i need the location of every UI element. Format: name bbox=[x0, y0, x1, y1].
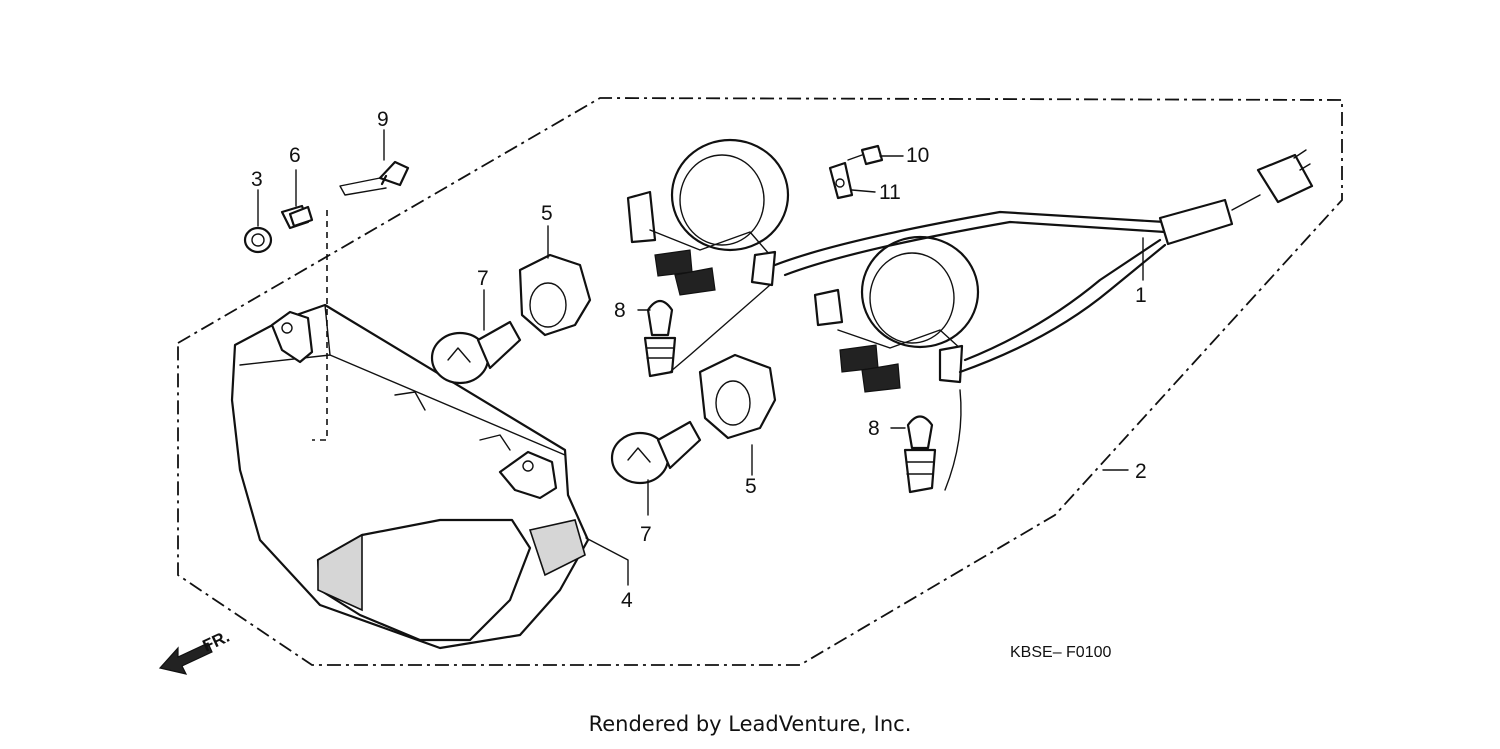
small-bulb-part-right bbox=[903, 415, 937, 494]
callout-3: 3 bbox=[251, 168, 263, 191]
callout-5-lower: 5 bbox=[745, 475, 757, 498]
socket-part-left bbox=[518, 253, 592, 337]
callout-labels: 1 2 3 4 5 5 6 7 7 8 8 9 10 11 bbox=[251, 108, 1147, 612]
callout-8-upper: 8 bbox=[614, 299, 626, 322]
clamp-part bbox=[828, 161, 854, 200]
collar-part bbox=[280, 204, 314, 230]
headlight-housing bbox=[230, 210, 590, 650]
bolt-part bbox=[339, 160, 410, 196]
callout-5-upper: 5 bbox=[541, 202, 553, 225]
bulb-part-left bbox=[430, 320, 522, 385]
socket-part-right bbox=[698, 353, 777, 440]
wire-harness bbox=[626, 138, 1314, 491]
figure-code: KBSE– F0100 bbox=[1010, 644, 1112, 661]
nut-part bbox=[243, 226, 273, 254]
screw-part bbox=[847, 144, 884, 166]
callout-2: 2 bbox=[1135, 460, 1147, 483]
callout-8-lower: 8 bbox=[868, 417, 880, 440]
callout-7-upper: 7 bbox=[477, 267, 489, 290]
callout-4: 4 bbox=[621, 589, 633, 612]
front-arrow-icon: FR. bbox=[158, 627, 233, 675]
small-bulb-part-left bbox=[643, 299, 677, 378]
callout-1: 1 bbox=[1135, 284, 1147, 307]
callout-11: 11 bbox=[879, 181, 901, 204]
callout-10: 10 bbox=[906, 144, 929, 167]
callout-7-lower: 7 bbox=[640, 523, 652, 546]
callout-9: 9 bbox=[377, 108, 389, 131]
leader-lines bbox=[257, 129, 1144, 586]
callout-6: 6 bbox=[289, 144, 301, 167]
credit-footer: Rendered by LeadVenture, Inc. bbox=[588, 712, 912, 736]
bulb-part-right bbox=[610, 420, 702, 485]
assembly-boundary bbox=[177, 97, 1343, 666]
